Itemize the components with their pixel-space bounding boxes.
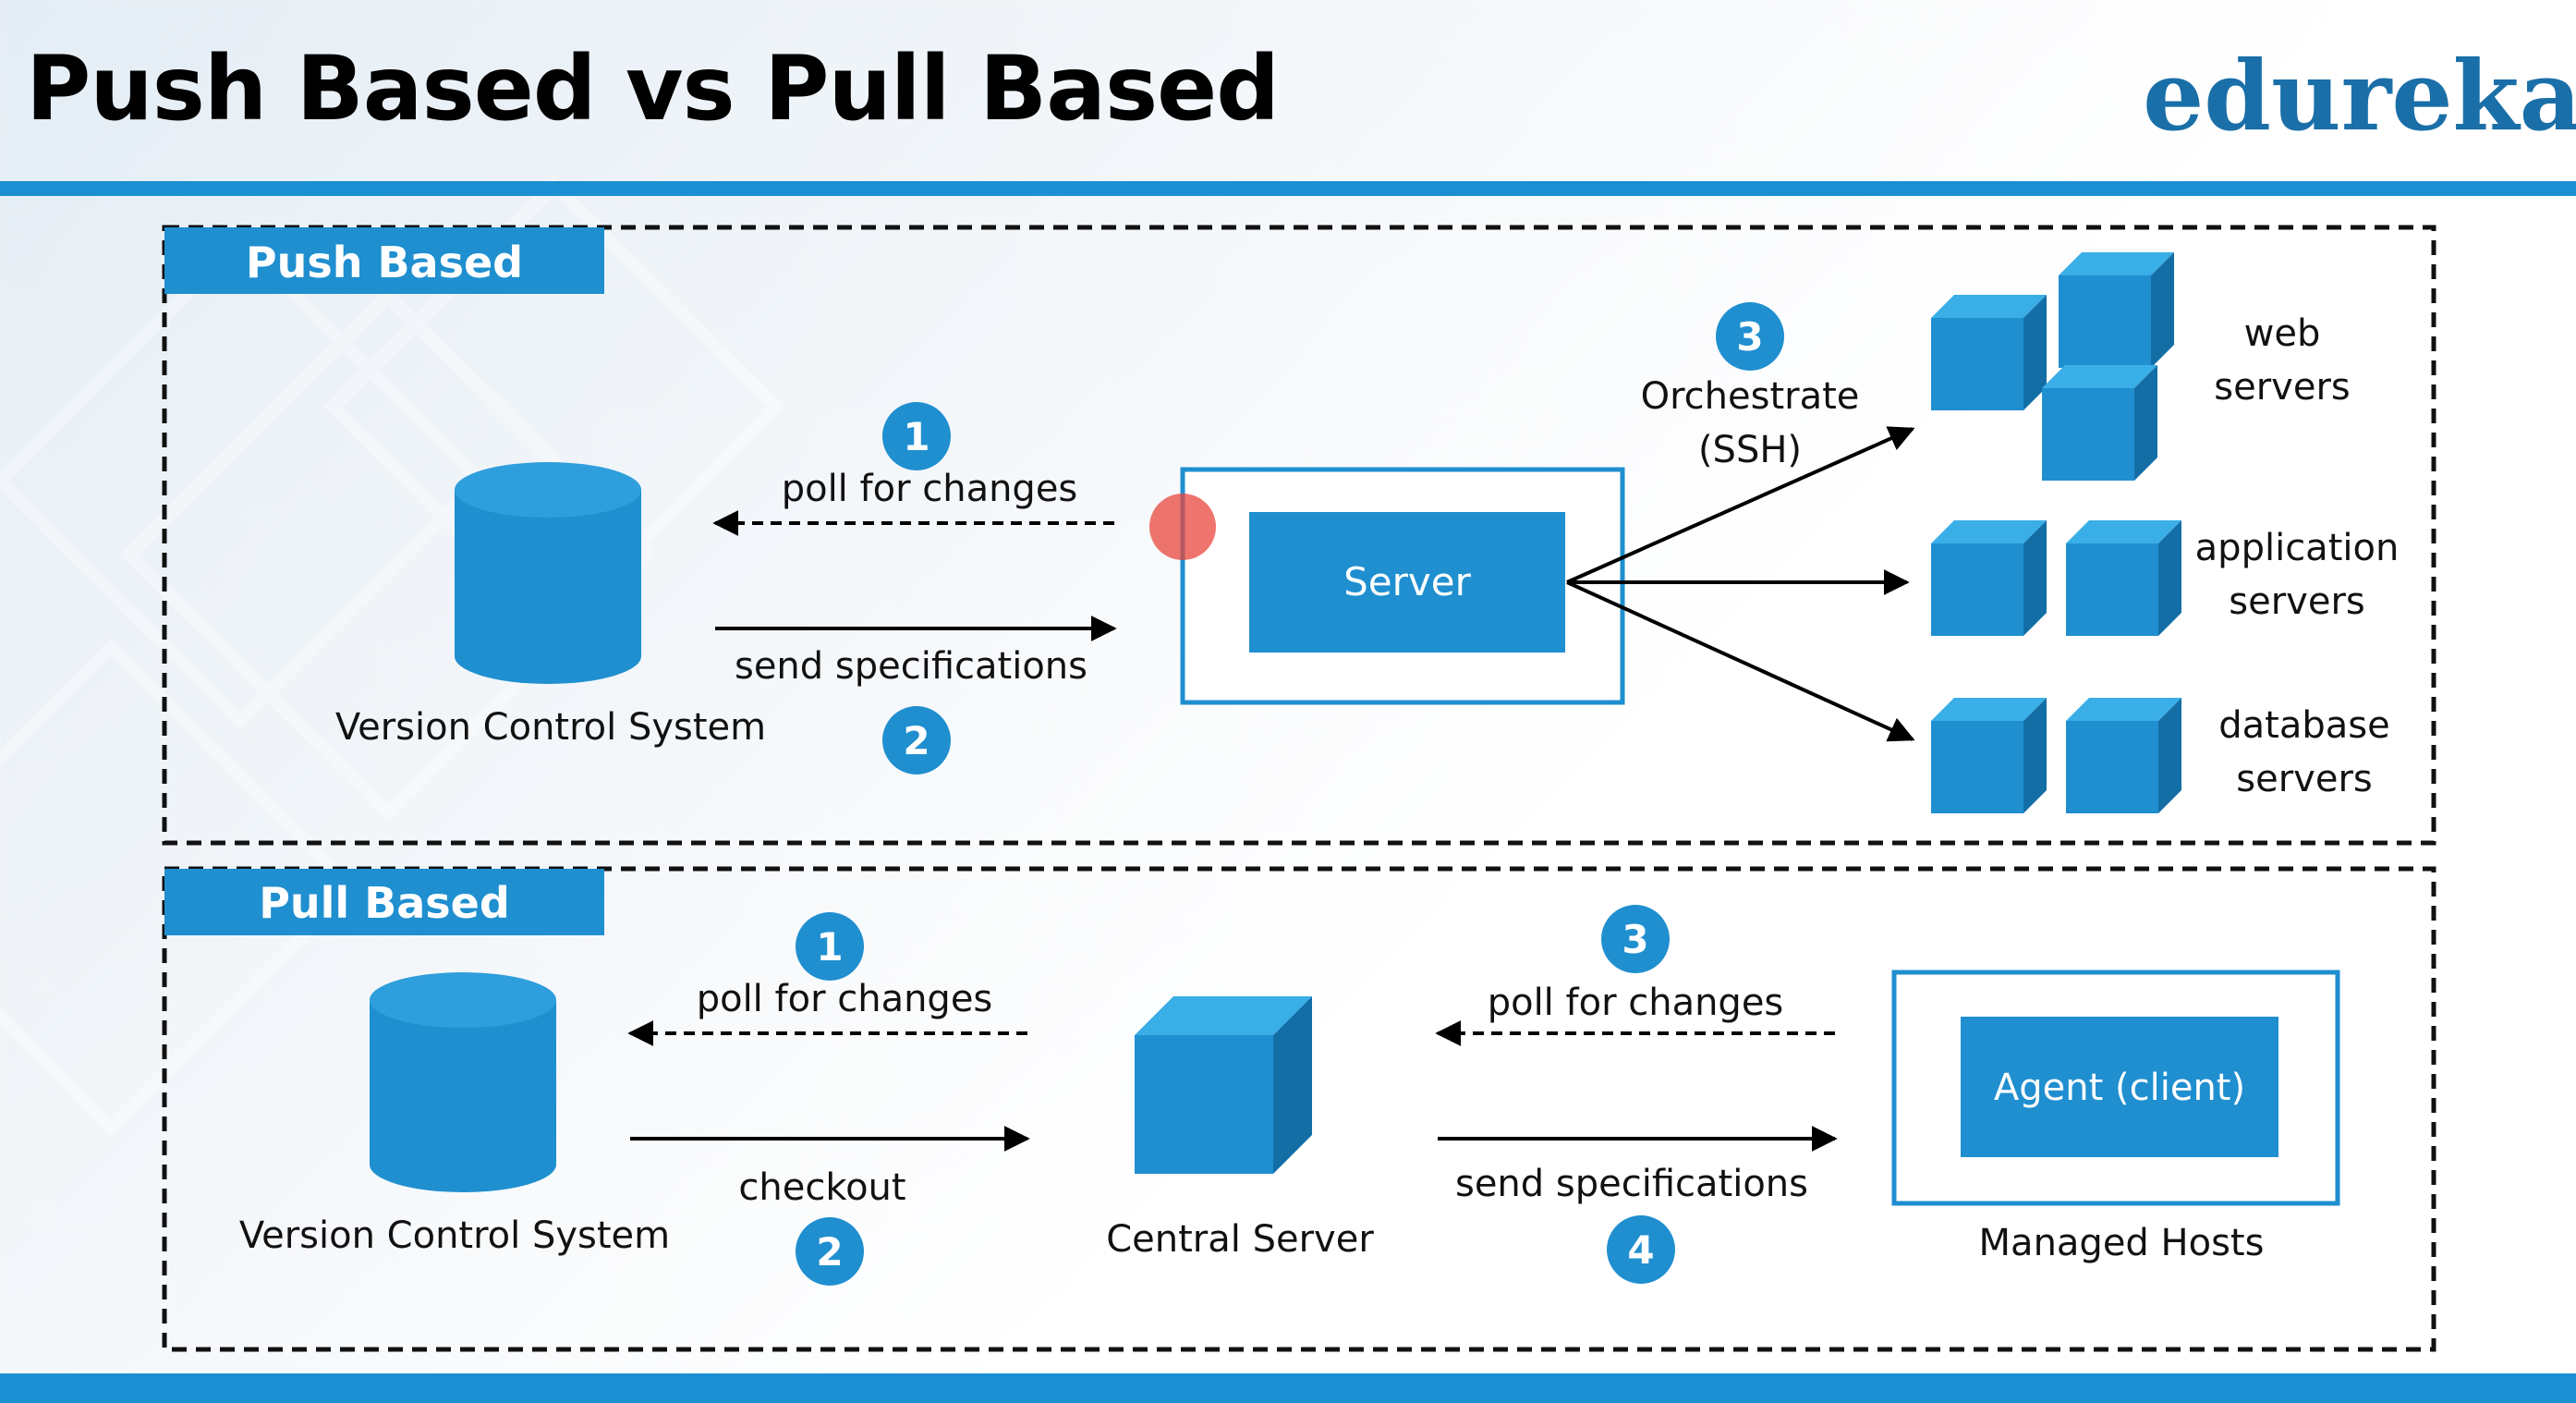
pull-step-1-label: poll for changes (697, 978, 993, 1020)
web-servers-sublabel: servers (2214, 366, 2350, 409)
database-server-cubes (1931, 698, 2181, 813)
push-step-1-badge (882, 402, 951, 470)
push-server-label: Server (1343, 559, 1471, 604)
pointer-highlight (1149, 494, 1216, 560)
push-vcs-database-icon (455, 462, 641, 684)
central-server-label: Central Server (1106, 1218, 1374, 1261)
edureka-logo: edureka (2143, 39, 2576, 152)
agent-client-box (1961, 1017, 2278, 1157)
push-step-1-number: 1 (903, 414, 930, 459)
pull-step-1-number: 1 (816, 924, 843, 970)
agent-client-label: Agent (client) (1994, 1067, 2245, 1109)
push-step-2-badge (882, 706, 951, 775)
push-step-3-label: Orchestrate (1641, 375, 1860, 418)
pull-step-4-badge (1607, 1215, 1675, 1284)
pull-section-tab (164, 869, 604, 935)
pull-vcs-database-icon (370, 972, 556, 1192)
pull-step-2-label: checkout (738, 1166, 905, 1209)
pull-step-2-number: 2 (816, 1229, 843, 1275)
footer-bar (0, 1373, 2576, 1403)
push-arrow-to-web (1566, 426, 1915, 584)
push-step-2-number: 2 (903, 718, 930, 763)
push-step-3-number: 3 (1736, 314, 1763, 360)
header-bar (0, 181, 2576, 196)
push-section-tab (164, 227, 604, 294)
web-servers-label: web (2244, 312, 2321, 355)
push-arrow-to-db (1566, 580, 1915, 742)
push-step-3-sublabel: (SSH) (1698, 429, 1802, 471)
managed-hosts-label: Managed Hosts (1979, 1222, 2265, 1264)
pull-step-4-label: send specifications (1455, 1163, 1808, 1205)
push-step-3-badge (1716, 302, 1784, 371)
pull-step-1-badge (796, 912, 864, 981)
application-servers-label: application (2195, 527, 2400, 569)
push-vcs-label: Version Control System (335, 706, 766, 749)
pull-vcs-label: Version Control System (239, 1214, 670, 1257)
push-step-1-label: poll for changes (782, 468, 1078, 510)
push-server-box (1249, 512, 1565, 653)
page-title: Push Based vs Pull Based (26, 37, 1280, 140)
pull-step-3-number: 3 (1622, 917, 1648, 962)
pull-step-3-label: poll for changes (1488, 982, 1784, 1024)
web-server-cubes (1931, 252, 2174, 481)
application-server-cubes (1931, 520, 2181, 636)
pull-step-4-number: 4 (1627, 1227, 1654, 1273)
central-server-cube (1135, 996, 1312, 1174)
push-section-label: Push Based (246, 238, 523, 287)
pull-based-panel: Pull Based Version Control System 1 poll… (162, 866, 2436, 1352)
pull-step-2-badge (796, 1217, 864, 1286)
database-servers-sublabel: servers (2236, 758, 2372, 800)
push-step-2-label: send specifications (735, 645, 1088, 688)
pull-step-3-badge (1601, 905, 1670, 973)
application-servers-sublabel: servers (2229, 580, 2364, 623)
push-based-panel: Push Based Version Control System 1 poll… (162, 225, 2436, 846)
pull-section-label: Pull Based (259, 878, 510, 928)
database-servers-label: database (2218, 704, 2389, 747)
